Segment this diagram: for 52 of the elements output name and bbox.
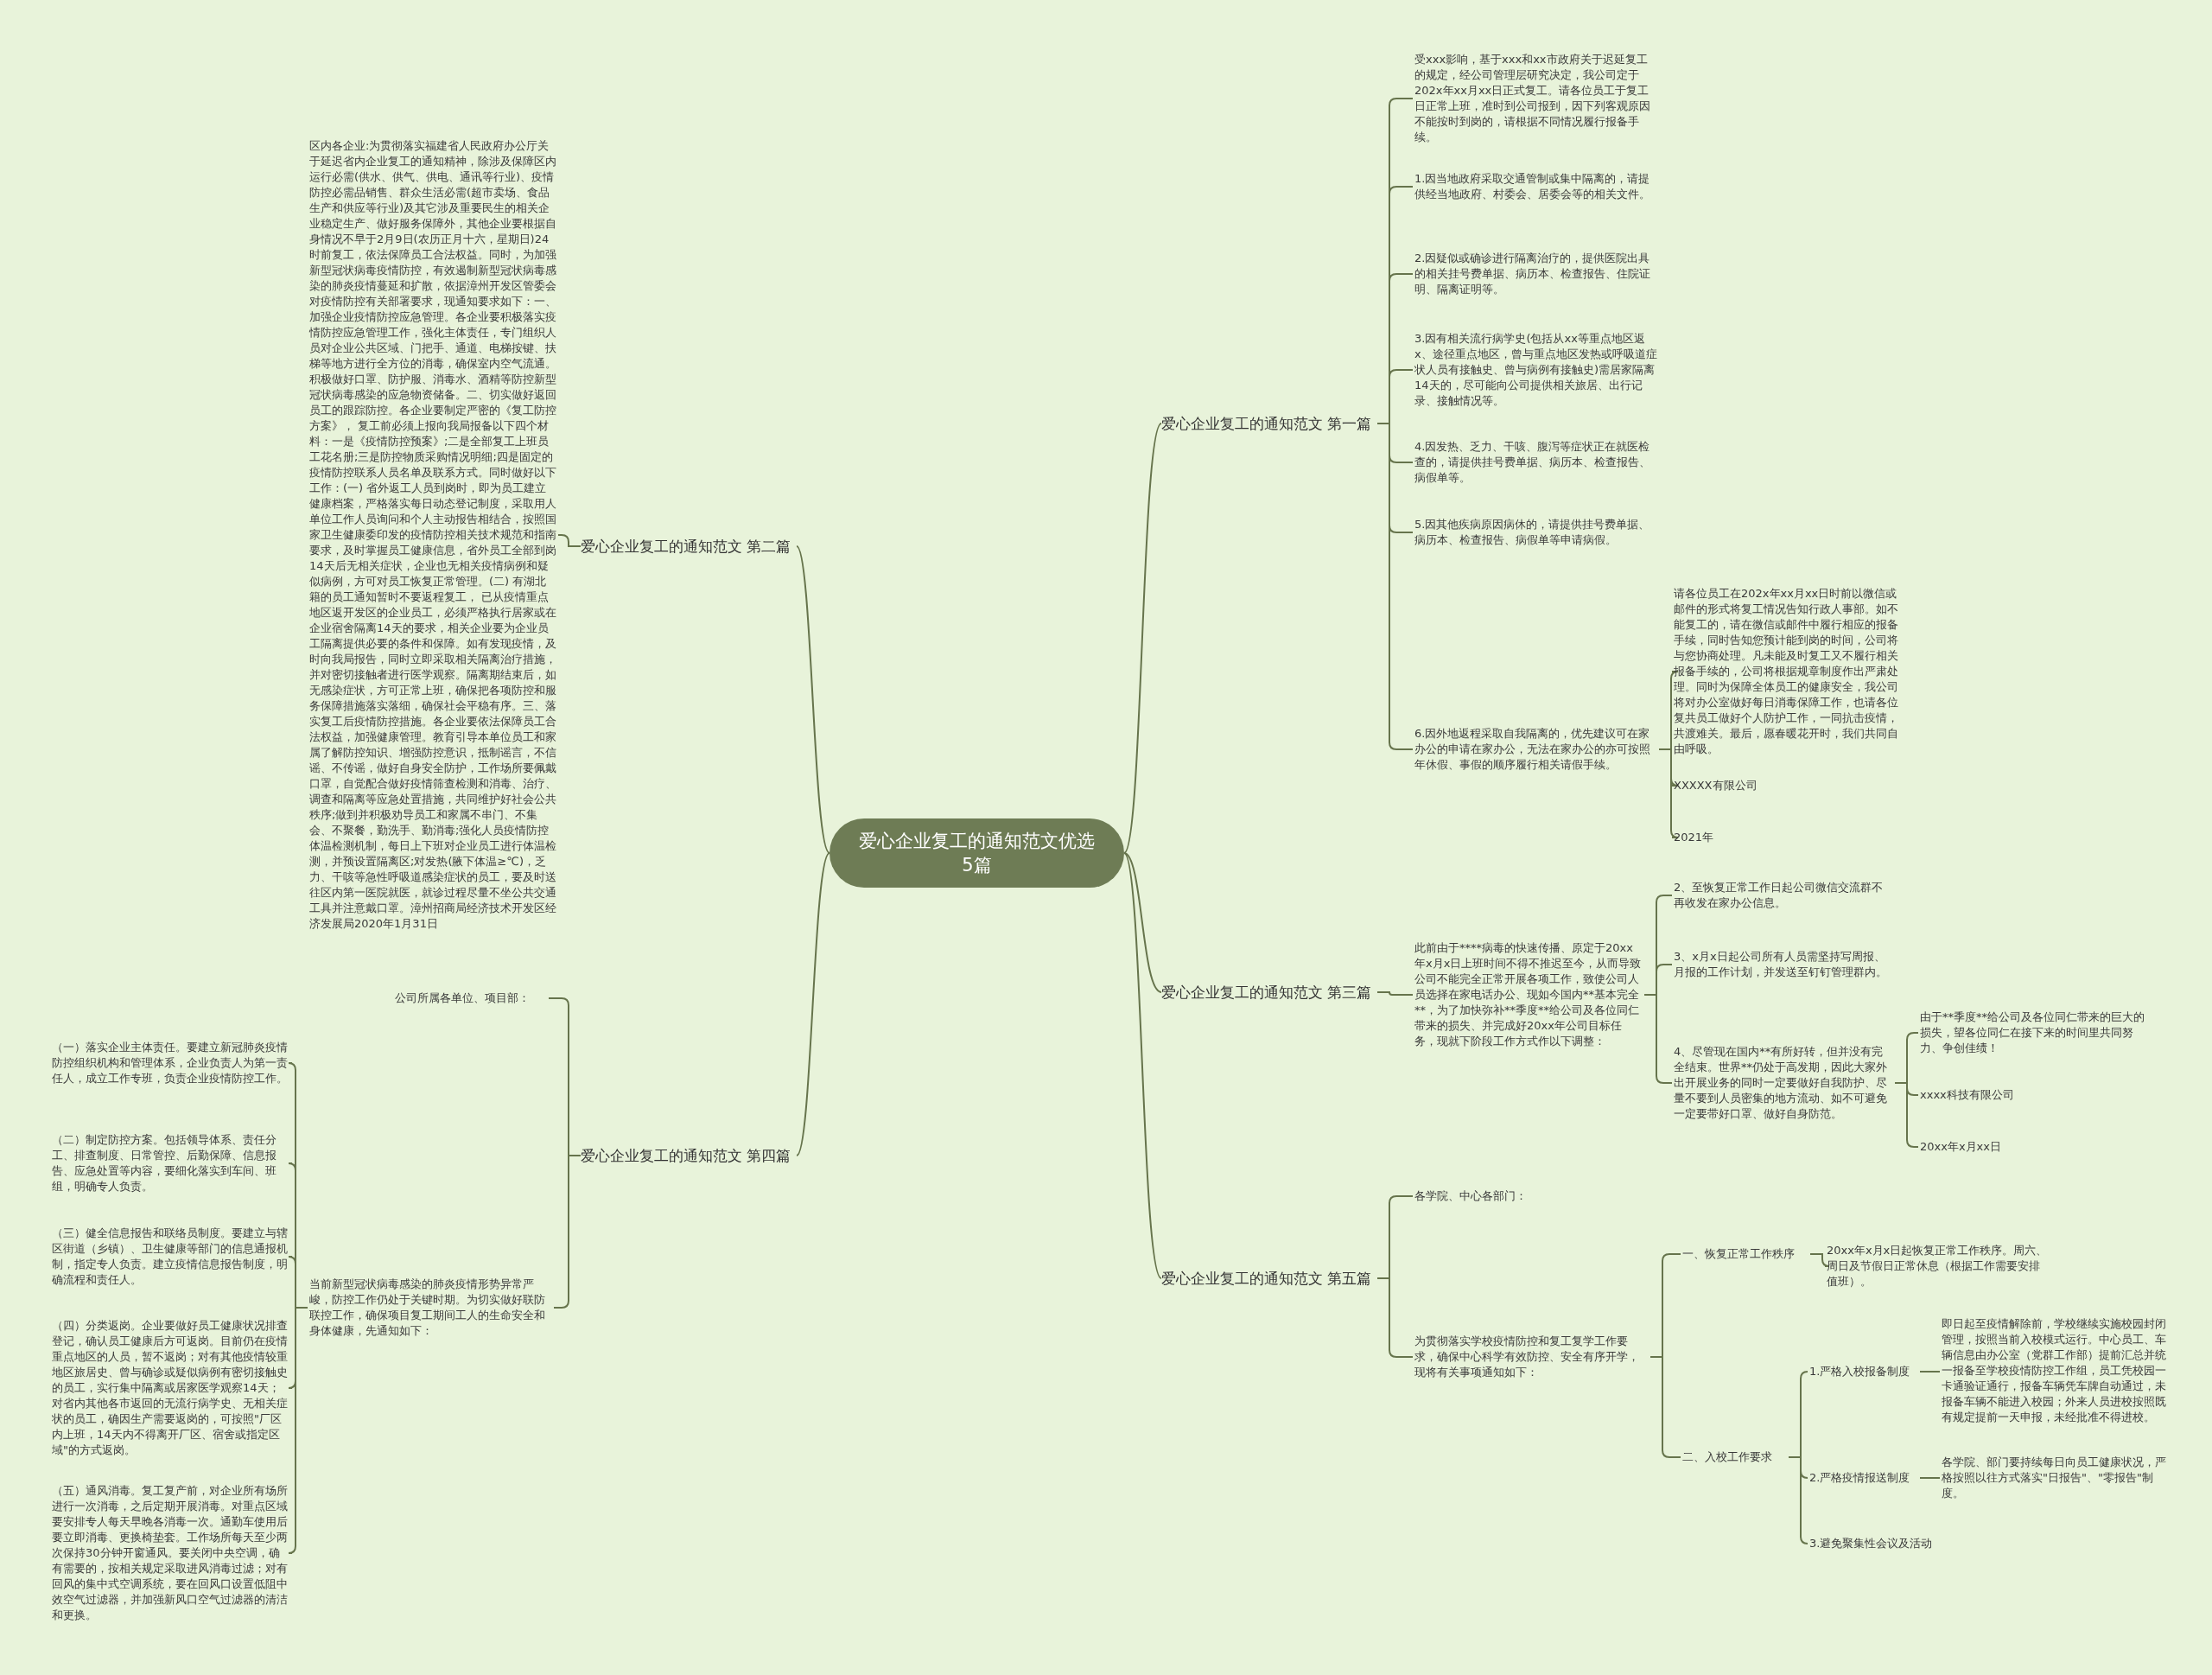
connector-line xyxy=(796,545,830,854)
topic-text: （三）健全信息报告和联络员制度。要建立与辖区街道（乡镇）、卫生健康等部门的信息通报机制，指定专人负责。建立疫情信息报告制度，明确流程和责任人。 xyxy=(50,1226,292,1288)
topic-text: （四）分类返岗。企业要做好员工健康状况排查登记，确认员工健康后方可返岗。目前仍在疫情重点地区的人员，暂不返岗；对有其他疫情较重地区旅居史、曾与确诊或疑似病例有密切接触史的员工，实行集中隔离或居家医学观察14天；对省内其他各市返回的无流行病学史、无相关症状的员工，确因生产需要返岗的，可按照"厂区内上班，14天内不得离开厂区、宿舍或指定区域"的方式返岗。 xyxy=(50,1318,292,1458)
topic-text: （二）制定防控方案。包括领导体系、责任分工、排查制度、日常管控、后勤保障、信息报告、应急处置等内容，要细化落实到车间、班组，明确专人负责。 xyxy=(50,1132,292,1194)
topic-text: 各学院、部门要持续每日向员工健康状况，严格按照以往方式落实"日报告"、"零报告"制度。 xyxy=(1940,1455,2169,1501)
topic-text: 1.因当地政府采取交通管制或集中隔离的，请提供经当地政府、村委会、居委会等的相关文件。 xyxy=(1413,171,1659,202)
connector-line xyxy=(288,1307,308,1554)
connector-line xyxy=(1376,991,1414,996)
topic-text: 为贯彻落实学校疫情防控和复工复学工作要求，确保中心科学有效防控、安全有序开学，现将有关事项通知如下： xyxy=(1413,1334,1650,1380)
topic-text: 20xx年x月xx日 xyxy=(1918,1139,2091,1155)
connector-line xyxy=(1123,423,1162,854)
central-topic: 爱心企业复工的通知范文优选5篇 xyxy=(830,818,1124,888)
topic-text: 各学院、中心各部门： xyxy=(1413,1188,1551,1204)
branch-topic: 爱心企业复工的通知范文 第五篇 xyxy=(1161,1268,1377,1289)
topic-text: 3.避免聚集性会议及活动 xyxy=(1808,1536,1963,1551)
connector-line xyxy=(1919,1371,1941,1372)
topic-text: 请各位员工在202x年xx月xx日时前以微信或邮件的形式将复工情况告知行政人事部。如不能复工的，请在微信或邮件中履行相应的报备手续，同时告知您预计能到岗的时间，公司将与您协商处理。凡未能及时复工又不履行相关报备手续的，公司将根据规章制度作出严肃处理。同时为保障全体员工的健康安全，我公司将对办公室做好每日消毒保障工作，也请各位复共员工做好个人防护工作，一同抗击疫情，共渡难关。最后，愿春暖花开时，我们共同自由呼吸。 xyxy=(1672,586,1910,757)
connector-line xyxy=(1123,852,1162,993)
topic-text: 3、x月x日起公司所有人员需坚持写周报、月报的工作计划，并发送至钉钉管理群内。 xyxy=(1672,949,1892,980)
connector-line xyxy=(557,534,582,547)
connector-line xyxy=(1809,1253,1830,1267)
topic-text: 20xx年x月x日起恢复正常工作秩序。周六、周日及节假日正常休息（根据工作需要安排值班）。 xyxy=(1825,1243,2050,1290)
topic-text: 当前新型冠状病毒感染的肺炎疫情形势异常严峻，防控工作仍处于关键时期。为切实做好联防联控工作，确保项目复工期间工人的生命安全和身体健康，先通知如下： xyxy=(308,1277,554,1339)
branch-topic: 爱心企业复工的通知范文 第一篇 xyxy=(1161,413,1377,434)
topic-text: 此前由于****病毒的快速传播、原定于20xx年x月x日上班时间不得不推迟至今，从而导致公司不能完全正常开展各项工作，致使公司人员选择在家电话办公、现如今国内**基本完全**，为了加快弥补**季度**给公司及各位同仁带来的损失、并完成好20xx年公司目标任务，现就下阶段工作方式作以下调整： xyxy=(1413,940,1644,1049)
topic-text: 即日起至疫情解除前，学校继续实施校园封闭管理，按照当前入校模式运行。中心员工、车辆信息由办公室（党群工作部）提前汇总并统一报备至学校疫情防控工作组，员工凭校园一卡通验证通行，报备车辆凭车牌自动通过，未报备车辆不能进入校园；外来人员进校按照既有规定提前一天申报，未经批准不得进校。 xyxy=(1940,1316,2169,1425)
topic-text: 2021年 xyxy=(1672,830,1776,845)
topic-text: 2、至恢复正常工作日起公司微信交流群不再收发在家办公信息。 xyxy=(1672,880,1892,911)
topic-text: 公司所属各单位、项目部： xyxy=(393,990,549,1006)
topic-text: 4.因发热、乏力、干咳、腹泻等症状正在就医检查的，请提供挂号费单据、病历本、检查报告、病假单等。 xyxy=(1413,439,1659,486)
branch-topic: 爱心企业复工的通知范文 第三篇 xyxy=(1161,982,1377,1003)
branch-topic: 爱心企业复工的通知范文 第二篇 xyxy=(581,536,797,557)
topic-text: （一）落实企业主体责任。要建立新冠肺炎疫情防控组织机构和管理体系，企业负责人为第一责任人，成立工作专班，负责企业疫情防控工作。 xyxy=(50,1040,292,1086)
topic-text: 2.严格疫情报送制度 xyxy=(1808,1470,1920,1486)
topic-text: （五）通风消毒。复工复产前，对企业所有场所进行一次消毒，之后定期开展消毒。对重点区域要安排专人每天早晚各消毒一次。通勤车使用后要立即消毒、更换椅垫套。工作场所每天至少两次保持30分钟开窗通风。要关闭中央空调，确有需要的，按相关规定采取进风消毒过滤；对有回风的集中式空调系统，要在回风口设置低阻中效空气过滤器，并加强新风口空气过滤器的清洁和更换。 xyxy=(50,1483,292,1623)
branch-topic: 爱心企业复工的通知范文 第四篇 xyxy=(581,1145,797,1166)
topic-text: 1.严格入校报备制度 xyxy=(1808,1364,1920,1379)
topic-text: 3.因有相关流行病学史(包括从xx等重点地区返x、途径重点地区，曾与重点地区发热或呼吸道症状人员有接触史、曾与病例有接触史)需居家隔离14天的，尽可能向公司提供相关旅居、出行记录、接触情况等。 xyxy=(1413,331,1659,409)
topic-text: 区内各企业:为贯彻落实福建省人民政府办公厅关于延迟省内企业复工的通知精神，除涉及保障区内运行必需(供水、供气、供电、通讯等行业)、疫情防控必需品销售、群众生活必需(超市卖场、食品生产和供应等行业)及其它涉及重要民生的相关企业稳定生产、做好服务保障外，其他企业要根据自身情况不早于2月9日(农历正月十六，星期日)24时前复工，依法保障员工合法权益。同时，为加强新型冠状病毒疫情防控，有效遏制新型冠状病毒感染的肺炎疫情蔓延和扩散，依据漳州开发区管委会对疫情防控有关部署要求，现通知要求如下：一、加强企业疫情防控应急管理。各企业要积极落实疫情防控应急管理工作，强化主体责任，专门组织人员对企业公共区域、门把手、通道、电梯按键、扶梯等地方进行全方位的消毒，确保室内空气流通。积极做好口罩、防护服、消毒水、酒精等防控新型冠状病毒感染的应急物资储备。二、切实做好返回员工的跟踪防控。各企业要制定严密的《复工防控方案》， 复工前必须上报向我局报备以下四个材料：一是《疫情防控预案》;二是全部复工上班员工花名册;三是防控物质采购情况明细;四是固定的疫情防控联系人员名单及联系方式。同时做好以下工作：(一) 省外返工人员到岗时，即为员工建立健康档案，严格落实每日动态登记制度，采取用人单位工作人员询问和个人主动报告相结合，按照国家卫生健康委印发的疫情防控相关技术规范和指南要求，及时掌握员工健康信息，省外员工全部到岗14天后无相关症状，企业也无相关疫情病例和疑似病例，方可对员工恢复正常管理。(二) 有湖北籍的员工通知暂时不要返程复工， 已从疫情重点地区返开发区的企业员工，必须严格执行居家或在企业宿舍隔离14天的要求，相关企业要为企业员工隔离提供必要的条件和保障。如有发现疫情，及时向我局报告，同时立即采取相关隔离治疗措施，并对密切接触者进行医学观察。隔离期结束后，如无感染症状，方可正常上班，确保把各项防控和服务保障措施落实落细，确保社会平稳有序。三、落实复工后疫情防控措施。各企业要依法保障员工合法权益，加强健康管理。教育引导本单位员工和家属了解防控知识、增强防控意识，抵制谣言，不信谣、不传谣，做好自身安全防护，工作场所要佩戴口罩，自觉配合做好疫情筛查检测和消毒、治疗、调查和隔离等应急处置措施，共同维护好社会公共秩序;做到并积极劝导员工和家属不串门、不集会、不聚餐，勤洗手、勤消毒;强化人员疫情防控体温检测机制，每日上下班对企业员工进行体温检测，并预设置隔离区;对发热(腋下体温≥℃)，乏力、干咳等急性呼吸道感染症状的员工，要及时送往区内第一医院就医，就诊过程尽量不坐公共交通工具并注意戴口罩。漳州招商局经济技术开发区经济发展局2020年1月31日 xyxy=(308,138,558,932)
topic-text: 5.因其他疾病原因病休的，请提供挂号费单据、病历本、检查报告、病假单等申请病假。 xyxy=(1413,517,1659,548)
connector-line xyxy=(796,852,830,1156)
topic-text: 由于**季度**给公司及各位同仁带来的巨大的损失，望各位同仁在接下来的时间里共同努力、争创佳绩！ xyxy=(1918,1009,2156,1056)
topic-text: 一、恢复正常工作秩序 xyxy=(1681,1246,1810,1262)
connector-line xyxy=(1123,852,1162,1279)
topic-text: 4、尽管现在国内**有所好转，但并没有完全结束。世界**仍处于高发期，因此大家外出开展业务的同时一定要做好自我防护、尽量不要到人员密集的地方流动、如不可避免一定要带好口罩、做好自身防范。 xyxy=(1672,1044,1895,1122)
topic-text: 6.因外地返程采取自我隔离的，优先建议可在家办公的申请在家办公，无法在家办公的亦可按照年休假、事假的顺序履行相关请假手续。 xyxy=(1413,726,1659,773)
topic-text: xxxx科技有限公司 xyxy=(1918,1087,2091,1103)
topic-text: 受xxx影响，基于xxx和xx市政府关于迟延复工的规定，经公司管理层研究决定，我公司定于202x年xx月xx日正式复工。请各位员工于复工日正常上班，准时到公司报到，因下列客观原因不能按时到岗的，请根据不同情况履行报备手续。 xyxy=(1413,52,1659,145)
connector-line xyxy=(1919,1477,1941,1479)
topic-text: XXXXX有限公司 xyxy=(1672,778,1845,793)
topic-text: 二、入校工作要求 xyxy=(1681,1449,1789,1465)
topic-text: 2.因疑似或确诊进行隔离治疗的，提供医院出具的相关挂号费单据、病历本、检查报告、住院证明、隔离证明等。 xyxy=(1413,251,1659,297)
